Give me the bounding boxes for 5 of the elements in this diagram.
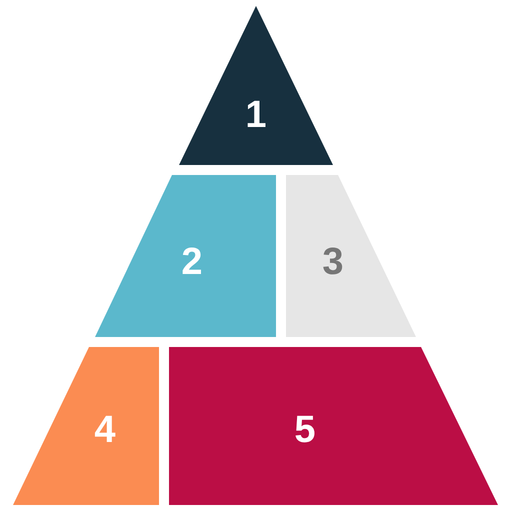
segment-number: 3 bbox=[322, 243, 344, 281]
segment-number: 2 bbox=[181, 243, 203, 281]
segment-number: 4 bbox=[94, 411, 116, 449]
segment-number: 1 bbox=[245, 96, 267, 134]
segment-number: 5 bbox=[294, 411, 316, 449]
